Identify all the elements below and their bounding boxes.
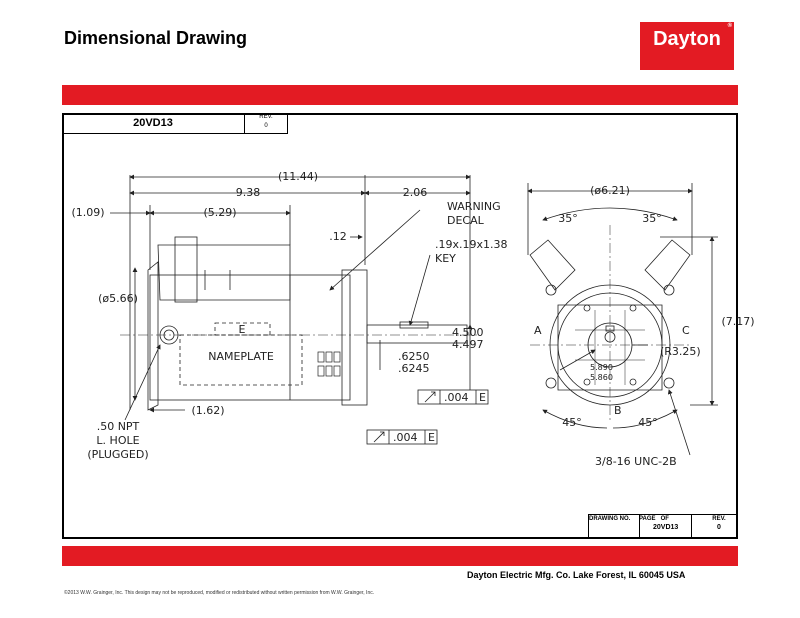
logo-registered-mark: ® bbox=[727, 23, 732, 29]
angle-bottom-right: 45° bbox=[638, 416, 658, 429]
nameplate-label: NAMEPLATE bbox=[208, 350, 274, 363]
of-label: OF bbox=[660, 516, 669, 522]
page-title: Dimensional Drawing bbox=[64, 28, 248, 48]
drawing-no-label: DRAWING NO. bbox=[589, 516, 631, 522]
page-of-label: PAGE OF bbox=[639, 515, 691, 524]
title-block-rev-value: 0 bbox=[717, 524, 721, 531]
key-label-2: KEY bbox=[435, 252, 456, 265]
revision-header: REV. 0 bbox=[244, 113, 288, 133]
dim-body-length: 9.38 bbox=[236, 186, 261, 199]
header-divider bbox=[62, 133, 288, 134]
bolt-circle-min: 5.860 bbox=[590, 373, 613, 382]
title-block-rev-label: REV. bbox=[712, 516, 726, 522]
bolt-circle-max: 5.890 bbox=[590, 363, 613, 372]
shaft-diameter-min: .6245 bbox=[398, 362, 430, 375]
dim-radius: (R3.25) bbox=[660, 345, 701, 358]
pilot-diameter-min: 4.497 bbox=[452, 338, 484, 351]
npt-label-1: .50 NPT bbox=[97, 420, 140, 433]
rev-cell: REV. 0 bbox=[704, 515, 734, 537]
angle-top-left: 35° bbox=[558, 212, 578, 225]
dim-diameter-6-21: (ø6.21) bbox=[590, 184, 630, 197]
point-a: A bbox=[534, 324, 542, 337]
drawing-number: 20VD13 bbox=[653, 524, 679, 531]
dim-bottom-offset: (1.62) bbox=[191, 404, 224, 417]
right-ear bbox=[644, 239, 691, 291]
dim-mid-length: (5.29) bbox=[203, 206, 236, 219]
tolerance-value-2: .004 bbox=[393, 431, 418, 444]
page-label: PAGE bbox=[639, 516, 656, 522]
top-red-bar bbox=[62, 85, 738, 105]
revision-value: 0 bbox=[264, 123, 268, 129]
bottom-red-bar bbox=[62, 546, 738, 566]
left-ear bbox=[529, 239, 576, 291]
motor-body-outline bbox=[149, 274, 351, 401]
revision-label: REV. bbox=[259, 114, 273, 120]
logo-text: Dayton bbox=[653, 28, 721, 50]
angle-top-right: 35° bbox=[642, 212, 662, 225]
warning-label-1: WARNING bbox=[447, 200, 501, 213]
thread-callout: 3/8-16 UNC-2B bbox=[595, 455, 677, 468]
nameplate-outline bbox=[179, 334, 303, 386]
tolerance-datum-2: E bbox=[428, 431, 435, 444]
datum-e-side: E bbox=[239, 323, 246, 336]
shaft bbox=[366, 324, 468, 344]
point-c: C bbox=[682, 324, 690, 337]
copyright-notice: ©2013 W.W. Grainger, Inc. This design ma… bbox=[64, 590, 375, 596]
dim-diameter-5-66: (ø5.66) bbox=[98, 292, 138, 305]
title-block: DRAWING NO. PAGE OF 20VD13 REV. 0 bbox=[588, 514, 737, 537]
page-cell: PAGE OF 20VD13 bbox=[639, 515, 692, 537]
company-line: Dayton Electric Mfg. Co. Lake Forest, IL… bbox=[467, 570, 686, 580]
drawing-id-header: 20VD13 bbox=[133, 117, 173, 129]
npt-label-2: L. HOLE bbox=[96, 434, 139, 447]
front-endbell bbox=[341, 269, 368, 406]
point-b: B bbox=[614, 404, 622, 417]
dim-end-offset: (1.09) bbox=[71, 206, 104, 219]
dim-shaft-extension: 2.06 bbox=[403, 186, 428, 199]
shaft-diameter-max: .6250 bbox=[398, 350, 430, 363]
dayton-logo: Dayton ® bbox=[640, 22, 734, 70]
angle-bottom-left: 45° bbox=[562, 416, 582, 429]
key-label-1: .19x.19x1.38 bbox=[435, 238, 508, 251]
npt-label-3: (PLUGGED) bbox=[87, 448, 148, 461]
drawing-no-cell: DRAWING NO. bbox=[589, 515, 640, 537]
drawing-frame bbox=[62, 113, 738, 539]
warning-label-2: DECAL bbox=[447, 214, 485, 227]
dim-overall-length: (11.44) bbox=[278, 170, 318, 183]
pilot-diameter-max: 4.500 bbox=[452, 326, 484, 339]
capacitor-housing bbox=[157, 244, 291, 301]
tolerance-datum-1: E bbox=[479, 391, 486, 404]
dim-height-7-17: (7.17) bbox=[721, 315, 754, 328]
tolerance-value-1: .004 bbox=[444, 391, 469, 404]
key bbox=[399, 321, 429, 329]
dim-lead: .12 bbox=[329, 230, 347, 243]
